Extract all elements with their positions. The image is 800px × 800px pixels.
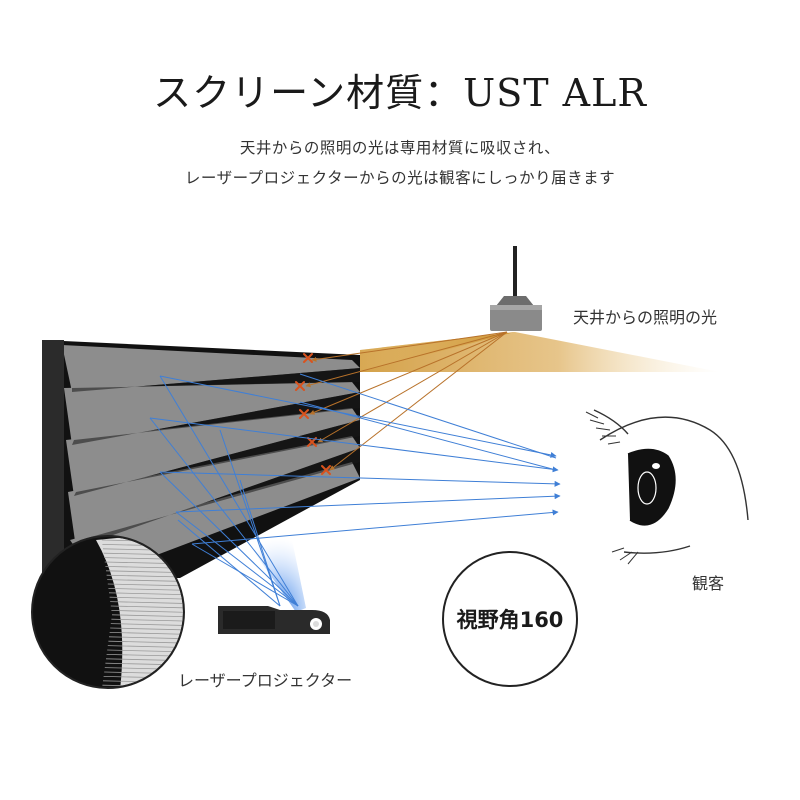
ambient-rays [305,331,508,471]
x-mark-icon [321,465,331,475]
projector-rays-out [149,373,561,545]
ceiling-light-label: 天井からの照明の光 [573,308,718,327]
screen-ridges [62,345,360,578]
absorbed-x-markers [295,353,331,475]
x-mark-icon [303,353,313,363]
ceiling-lamp-icon [490,246,542,331]
viewing-angle-text: 視野角160 [456,608,564,632]
projector-rays-in [149,375,299,607]
ambient-light-cone [360,332,720,372]
page-title: スクリーン材質：UST ALR [153,71,647,115]
x-mark-icon [299,409,309,419]
subtitle-line-1: 天井からの照明の光は専用材質に吸収され、 [239,139,561,157]
viewer-label: 観客 [692,574,725,593]
x-mark-icon [295,381,305,391]
eye-icon [585,409,749,565]
projector-glow [250,530,306,612]
alr-screen [42,340,360,578]
projector-icon [218,606,330,634]
projector-label: レーザープロジェクター [178,671,353,690]
subtitle-line-2: レーザープロジェクターからの光は観客にしっかり届きます [184,169,616,187]
viewing-angle-badge: 視野角160 [442,551,578,687]
